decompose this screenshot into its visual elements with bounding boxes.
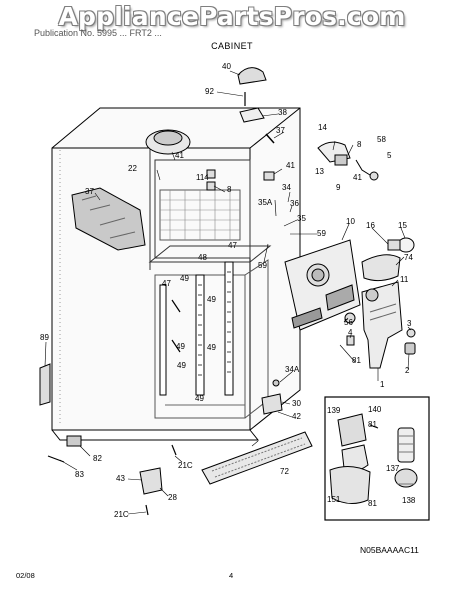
part-label-81: 81 <box>368 420 377 429</box>
part-label-81: 81 <box>352 356 361 365</box>
part-label-38: 38 <box>278 108 287 117</box>
part-label-41: 41 <box>353 173 362 182</box>
part-label-59: 59 <box>258 261 267 270</box>
part-label-41: 41 <box>286 161 295 170</box>
part-label-49: 49 <box>207 343 216 352</box>
part-label-8: 8 <box>227 185 232 194</box>
part-label-114: 114 <box>196 173 209 182</box>
part-label-28: 28 <box>168 493 177 502</box>
part-label-4: 4 <box>348 328 353 337</box>
part-114-bracket <box>263 171 275 181</box>
part-label-74: 74 <box>404 253 413 262</box>
part-label-82: 82 <box>93 454 102 463</box>
part-label-11: 11 <box>400 275 409 284</box>
part-label-139: 139 <box>327 406 341 415</box>
part-label-49: 49 <box>195 394 204 403</box>
part-label-10: 10 <box>346 217 355 226</box>
part-label-3: 3 <box>407 319 412 328</box>
inset-box <box>324 396 430 521</box>
part-label-2: 2 <box>405 366 410 375</box>
figure-code: N05BAAAAC11 <box>360 545 419 555</box>
part-label-42: 42 <box>292 412 301 421</box>
part-label-137: 137 <box>386 464 400 473</box>
part-label-21c: 21C <box>178 461 193 470</box>
part-38-hinge <box>239 107 265 123</box>
part-label-58: 58 <box>377 135 386 144</box>
part-label-81: 81 <box>368 499 377 508</box>
part-label-89: 89 <box>40 333 49 342</box>
part-74-lamp-shield <box>361 254 401 282</box>
part-label-49: 49 <box>177 361 186 370</box>
part-label-34a: 34A <box>285 365 300 374</box>
part-label-35: 35 <box>297 214 306 223</box>
part-30-bracket <box>261 393 283 415</box>
part-label-48: 48 <box>198 253 207 262</box>
part-label-9: 9 <box>336 183 341 192</box>
part-label-49: 49 <box>180 274 189 283</box>
part-label-15: 15 <box>398 221 407 230</box>
cabinet-shell <box>51 107 301 441</box>
part-label-92: 92 <box>205 87 214 96</box>
section-title: CABINET <box>211 41 253 51</box>
part-label-34: 34 <box>282 183 291 192</box>
part-89-side-panel <box>39 363 51 406</box>
part-72-toe-grille <box>201 431 313 485</box>
part-1-air-duct <box>361 281 403 369</box>
part-label-43: 43 <box>116 474 125 483</box>
part-43-bottom-hinge <box>139 467 163 495</box>
part-label-49: 49 <box>176 342 185 351</box>
part-40-cap <box>237 67 267 85</box>
footer-page-number: 4 <box>229 571 234 580</box>
part-47-shelf-support <box>159 284 167 396</box>
part-label-16: 16 <box>366 221 375 230</box>
part-label-8: 8 <box>357 140 362 149</box>
part-label-37: 37 <box>276 126 285 135</box>
part-label-72: 72 <box>280 467 289 476</box>
part-label-36: 36 <box>290 199 299 208</box>
part-label-35a: 35A <box>258 198 273 207</box>
part-label-56: 56 <box>344 318 353 327</box>
part-label-41: 41 <box>175 151 184 160</box>
part-41-cover <box>71 187 146 251</box>
part-label-47: 47 <box>228 241 237 250</box>
part-label-138: 138 <box>402 496 416 505</box>
part-label-49: 49 <box>207 295 216 304</box>
part-label-30: 30 <box>292 399 301 408</box>
part-label-5: 5 <box>387 151 392 160</box>
part-label-14: 14 <box>318 123 327 132</box>
part-label-21c: 21C <box>114 510 129 519</box>
part-label-1: 1 <box>380 380 385 389</box>
part-label-47: 47 <box>162 279 171 288</box>
watermark-logo: AppliancePartsPros.com <box>58 2 406 31</box>
part-label-151: 151 <box>327 495 341 504</box>
part-label-83: 83 <box>75 470 84 479</box>
part-label-40: 40 <box>222 62 231 71</box>
part-label-13: 13 <box>315 167 324 176</box>
footer-date: 02/08 <box>16 571 35 580</box>
part-label-59: 59 <box>317 229 326 238</box>
part-label-140: 140 <box>368 405 382 414</box>
part-label-22: 22 <box>128 164 137 173</box>
part-label-37: 37 <box>85 187 94 196</box>
header-partial-text: Publication No. 5995 ... FRT2 ... <box>34 28 162 38</box>
part-56-knob <box>344 312 356 324</box>
